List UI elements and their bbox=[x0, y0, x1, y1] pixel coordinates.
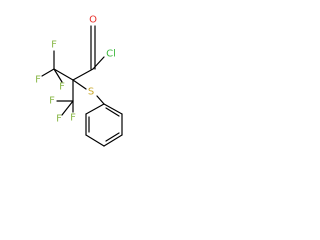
bond-cf3low-f3 bbox=[61, 100, 74, 116]
atom-labels: F F F F F F O Cl S bbox=[35, 15, 116, 125]
fluorine-atom-mid: F bbox=[59, 82, 65, 93]
oxygen-atom: O bbox=[89, 15, 97, 26]
sulfur-atom: S bbox=[88, 87, 94, 98]
fluorine-atom-low-1: F bbox=[70, 113, 76, 124]
ring-bond-1 bbox=[103, 103, 123, 115]
chemical-structure-diagram: F F F F F F O Cl S bbox=[35, 15, 123, 147]
chlorine-atom: Cl bbox=[106, 49, 116, 60]
bond-s-ph bbox=[96, 95, 105, 105]
bond-cacyl-cl bbox=[92, 56, 105, 70]
ring-double-1 bbox=[105, 107, 120, 117]
bond-cf3top-fleft bbox=[41, 68, 55, 77]
fluorine-atom-left: F bbox=[35, 75, 41, 86]
bond-cf3top-fmid bbox=[53, 68, 63, 83]
bond-cf3top-cq bbox=[53, 68, 74, 81]
ring-double-2 bbox=[105, 132, 120, 142]
ring-bond-6 bbox=[85, 103, 105, 115]
fluorine-atom-low-2: F bbox=[49, 96, 55, 107]
bond-lines bbox=[41, 25, 123, 147]
fluorine-atom-low-3: F bbox=[56, 114, 62, 125]
fluorine-atom-top: F bbox=[51, 40, 57, 51]
bond-cq-cacyl bbox=[72, 68, 94, 81]
ring-bond-3 bbox=[103, 134, 123, 147]
bond-cq-s bbox=[72, 79, 87, 90]
ring-bond-4 bbox=[85, 134, 105, 147]
